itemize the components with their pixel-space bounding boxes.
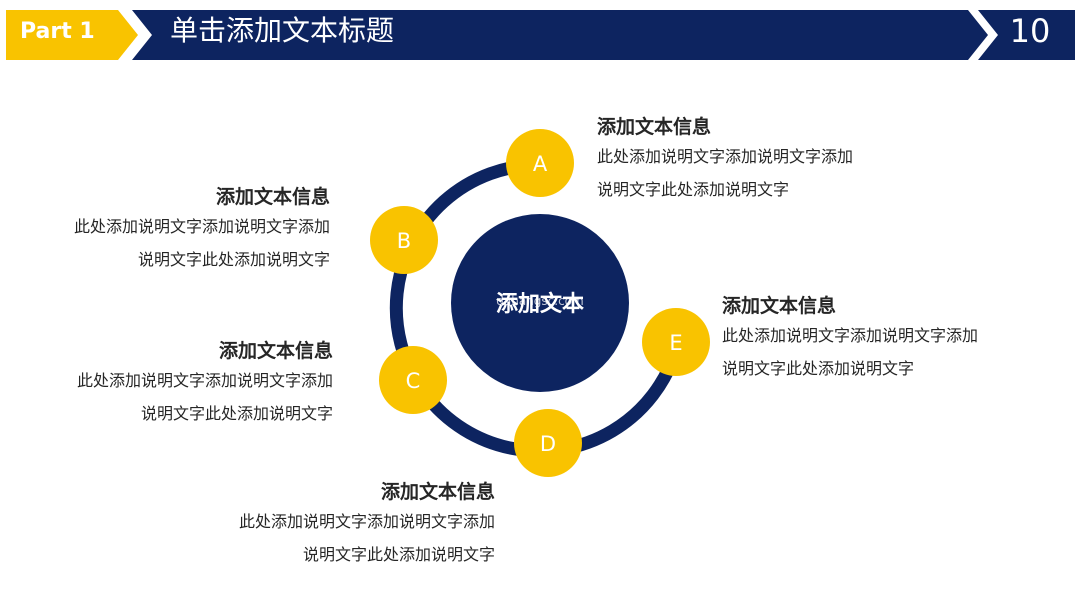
block-d-heading[interactable]: 添加文本信息: [380, 481, 495, 503]
block-b-line-1[interactable]: 此处添加说明文字添加说明文字添加: [73, 217, 330, 236]
node-e-circle[interactable]: [642, 308, 710, 376]
block-e-line-2[interactable]: 说明文字此处添加说明文字: [722, 359, 915, 378]
block-a-line-2[interactable]: 说明文字此处添加说明文字: [597, 180, 790, 199]
block-a-line-1[interactable]: 此处添加说明文字添加说明文字添加: [597, 147, 854, 166]
block-c-line-2[interactable]: 说明文字此处添加说明文字: [140, 404, 333, 423]
node-e-label: E: [669, 331, 682, 355]
header-bar: Part 1 单击添加文本标题 10: [0, 0, 1080, 62]
node-d[interactable]: D: [514, 409, 582, 477]
node-a[interactable]: A: [506, 129, 574, 197]
part-label: Part 1: [20, 19, 95, 44]
header-shapes: [6, 10, 1075, 60]
page-title[interactable]: 单击添加文本标题: [170, 14, 395, 47]
text-block-e: 添加文本信息 此处添加说明文字添加说明文字添加 说明文字此处添加说明文字: [722, 293, 978, 385]
block-e-heading[interactable]: 添加文本信息: [722, 295, 837, 317]
node-b-label: B: [397, 229, 411, 253]
watermark-text: dahangsc.com: [496, 294, 583, 308]
text-block-a: 添加文本信息 此处添加说明文字添加说明文字添加 说明文字此处添加说明文字: [597, 114, 853, 206]
node-a-circle[interactable]: [506, 129, 574, 197]
text-block-d: 添加文本信息 此处添加说明文字添加说明文字添加 说明文字此处添加说明文字: [195, 479, 495, 571]
node-a-label: A: [533, 152, 548, 176]
block-b-line-2[interactable]: 说明文字此处添加说明文字: [137, 250, 330, 269]
block-a-heading[interactable]: 添加文本信息: [597, 116, 712, 138]
title-banner-shape: [132, 10, 988, 60]
block-c-heading[interactable]: 添加文本信息: [218, 340, 333, 362]
node-d-circle[interactable]: [514, 409, 582, 477]
center-circle[interactable]: [451, 214, 629, 392]
node-b-circle[interactable]: [370, 206, 438, 274]
node-d-label: D: [540, 432, 556, 456]
node-e[interactable]: E: [642, 308, 710, 376]
node-c-label: C: [406, 369, 421, 393]
node-c-circle[interactable]: [379, 346, 447, 414]
node-b[interactable]: B: [370, 206, 438, 274]
block-c-line-1[interactable]: 此处添加说明文字添加说明文字添加: [76, 371, 333, 390]
text-block-b: 添加文本信息 此处添加说明文字添加说明文字添加 说明文字此处添加说明文字: [30, 184, 330, 276]
node-c[interactable]: C: [379, 346, 447, 414]
block-e-line-1[interactable]: 此处添加说明文字添加说明文字添加: [722, 326, 979, 345]
block-d-line-2[interactable]: 说明文字此处添加说明文字: [302, 545, 495, 564]
center-label[interactable]: 添加文本: [496, 291, 584, 317]
block-b-heading[interactable]: 添加文本信息: [215, 186, 330, 208]
page-number-shape: [978, 10, 1075, 60]
text-block-c: 添加文本信息 此处添加说明文字添加说明文字添加 说明文字此处添加说明文字: [33, 338, 333, 430]
block-d-line-1[interactable]: 此处添加说明文字添加说明文字添加: [238, 512, 495, 531]
page-number: 10: [1009, 12, 1051, 50]
part-tab-shape: [6, 10, 138, 60]
